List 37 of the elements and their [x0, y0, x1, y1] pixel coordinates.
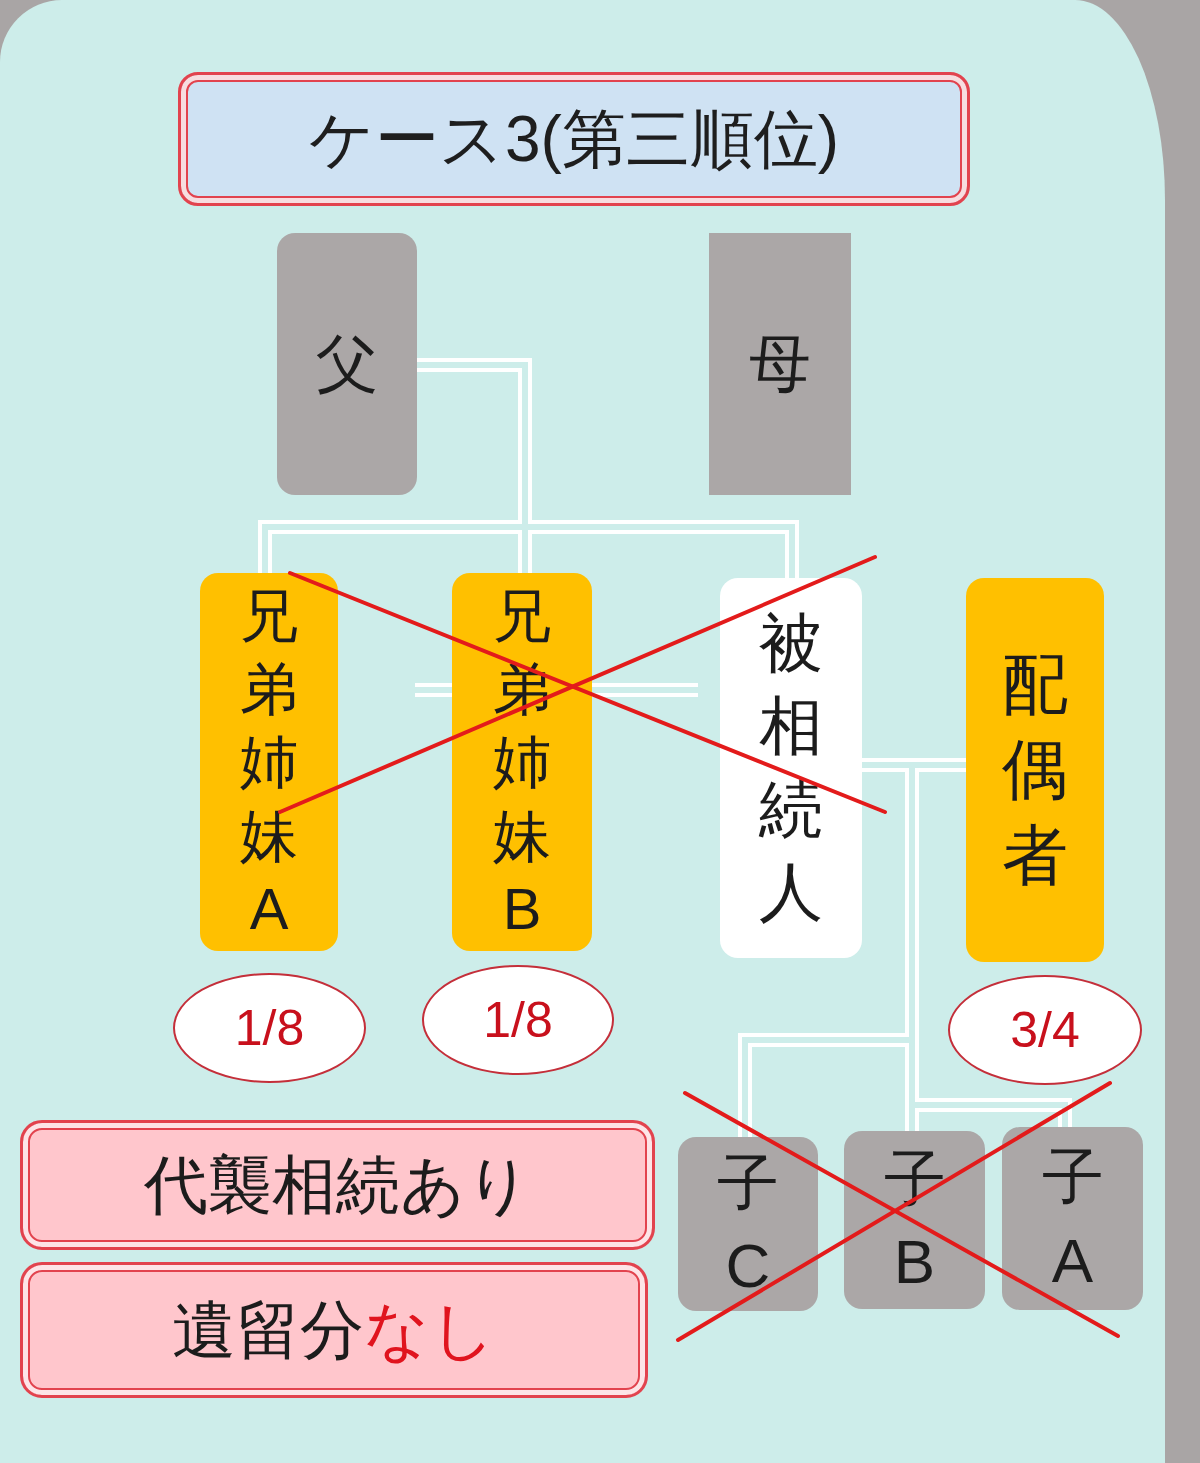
share-fraction: 1/8 [483, 991, 553, 1050]
share-fraction: 1/8 [234, 999, 305, 1058]
person-box [709, 233, 851, 495]
title-banner: ケース3(第三順位) [178, 72, 970, 206]
connector-line [919, 758, 966, 772]
note-box [20, 1262, 648, 1398]
connector-line [862, 758, 919, 772]
person-box [452, 573, 592, 951]
connector-line [919, 1098, 1072, 1112]
note-text: 遺留分 [172, 1292, 364, 1368]
person-box [200, 573, 338, 951]
person-box [844, 1131, 985, 1309]
person-name: 父 [316, 327, 378, 400]
connector-line [785, 534, 799, 578]
note-box [20, 1120, 655, 1250]
person-name: 兄弟姉妹A [240, 582, 298, 943]
connector-line [905, 772, 919, 1047]
connector-line [532, 520, 799, 534]
person-box [277, 233, 417, 495]
connector-line [905, 1112, 919, 1131]
connector-line [738, 1033, 905, 1047]
connector-line [738, 1047, 752, 1137]
highlight-text: なし [364, 1292, 496, 1368]
person-box [966, 578, 1104, 962]
connector-line [905, 1047, 919, 1112]
connector-line [1058, 1112, 1072, 1127]
share-fraction: 3/4 [1010, 1001, 1080, 1060]
connector-line [518, 534, 532, 573]
person-name: 母 [749, 327, 811, 400]
person-box [1002, 1127, 1143, 1310]
person-name: 子A [1041, 1141, 1104, 1297]
person-name: 子C [717, 1146, 779, 1302]
person-box [678, 1137, 818, 1311]
person-box [720, 578, 862, 958]
note-text: 代襲相続あり [143, 1147, 532, 1223]
person-name: 配偶者 [1002, 646, 1068, 894]
person-name: 被相続人 [759, 605, 823, 931]
